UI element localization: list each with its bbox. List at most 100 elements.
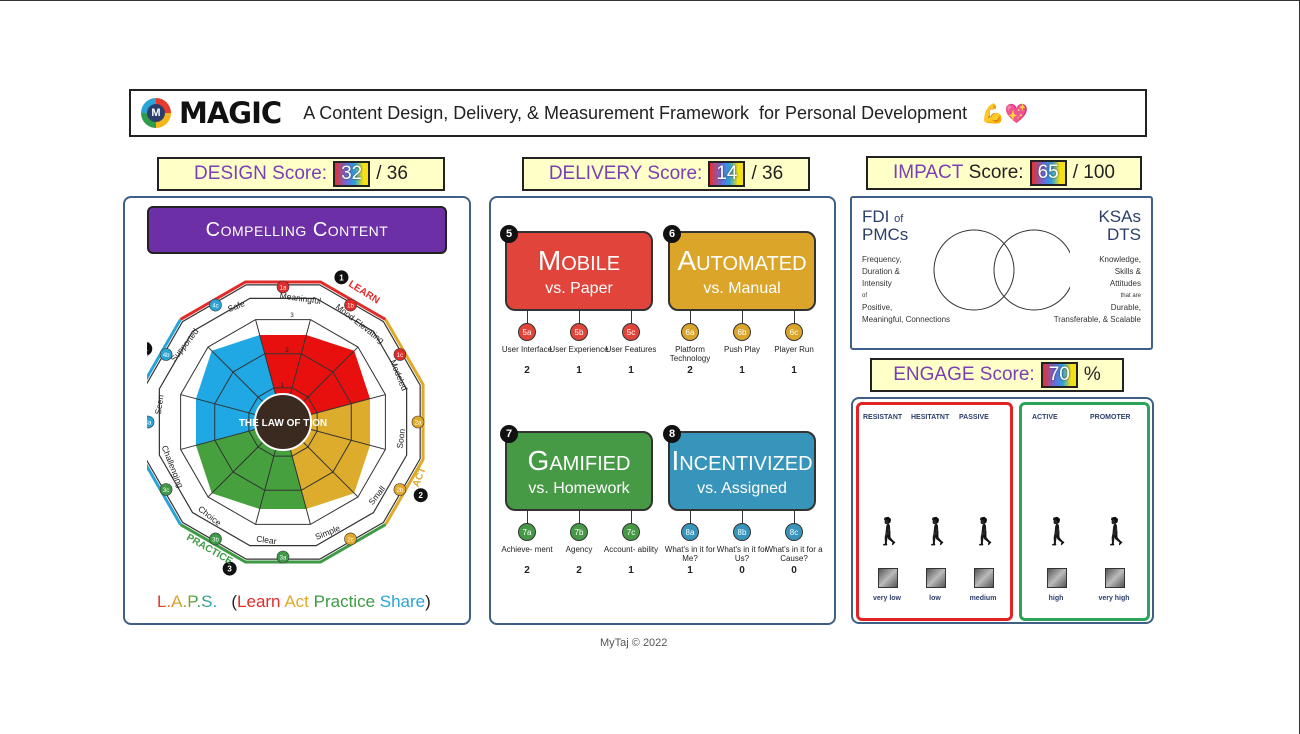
laps-practice: Practice: [313, 592, 376, 611]
center-photo-icon: [254, 393, 312, 451]
item-label-2a: Soon: [395, 428, 408, 449]
sub-value-6c: 1: [791, 365, 797, 376]
sub-badge-8c: 8c: [785, 523, 803, 541]
card-connector-6c: [794, 311, 795, 323]
card-subtitle: vs. Assigned: [697, 480, 787, 497]
sub-label-6c: Player Run: [774, 345, 814, 354]
brand-name: MAGIC: [179, 96, 282, 130]
footer-copyright: MyTaj © 2022: [600, 637, 668, 649]
engage-level-box: [878, 568, 898, 588]
sub-label-5a: User Interface: [501, 345, 553, 354]
sub-label-8b: What's in it for Us?: [716, 545, 768, 563]
card-connector-8c: [794, 511, 795, 523]
muscle-heart-icon: 💪💖: [981, 102, 1029, 125]
card-connector-6b: [742, 311, 743, 323]
engage-head-promoter: PROMOTER: [1090, 414, 1131, 421]
card-title: Mobile: [537, 245, 621, 276]
card-number-badge-8: 8: [663, 425, 681, 443]
engage-level-label: very low: [872, 595, 901, 602]
sub-label-5b: User Experience: [549, 345, 609, 354]
item-label-3a: Clear: [256, 533, 278, 546]
fdi-definition: Frequency, Duration & Intensity of Posit…: [862, 255, 951, 324]
design-score: DESIGN Score: 32 / 36: [157, 157, 445, 191]
radar-sector-2a: [283, 398, 371, 446]
card-connector-7c: [631, 511, 632, 523]
person-figure-icon: 🚶: [1042, 517, 1075, 547]
venn-diagram: [933, 229, 1070, 311]
sub-label-8c: What's in it for a Cause?: [765, 545, 823, 563]
engage-level-box: [1105, 568, 1125, 588]
item-badge-3c: [159, 483, 173, 496]
card-connector-7b: [579, 511, 580, 523]
sub-badge-7a: 7a: [518, 523, 536, 541]
center-photo-text: THE LAW OF TION: [239, 418, 327, 429]
card-connector-5c: [631, 311, 632, 323]
sub-value-7c: 1: [628, 565, 634, 576]
sub-label-5c: User Features: [605, 345, 657, 354]
sub-label-7b: Agency: [565, 545, 593, 554]
sub-badge-6c: 6c: [785, 323, 803, 341]
card-connector-6a: [690, 311, 691, 323]
sub-badge-5c: 5c: [622, 323, 640, 341]
dts-title: DTS: [1107, 225, 1141, 244]
card-connector-8a: [690, 511, 691, 523]
sub-badge-7c: 7c: [622, 523, 640, 541]
radar-sector-4a: [195, 398, 283, 446]
tick-label-1: 1: [281, 383, 285, 389]
item-badge-2c: [344, 532, 357, 546]
item-badge-text-4b: 4b: [163, 353, 170, 359]
person-figure-icon: 🚶: [1100, 517, 1133, 547]
magic-logo-icon: M: [141, 98, 171, 128]
laps-legend: L.A.P.S. (Learn Act Practice Share): [157, 592, 431, 611]
section-number-2: 2: [419, 491, 424, 500]
item-badge-text-3b: 3b: [212, 537, 219, 543]
engage-score: ENGAGE Score: 70 %: [870, 358, 1124, 392]
engage-level-box: [974, 568, 994, 588]
venn-left-circle: [933, 229, 1015, 311]
ksas-title: KSAs: [1098, 207, 1141, 226]
sub-label-8a: What's in it for Me?: [664, 545, 716, 563]
item-badge-text-3a: 3a: [280, 556, 287, 562]
sub-badge-5a: 5a: [518, 323, 536, 341]
item-badge-text-1b: 1b: [347, 304, 354, 310]
sub-value-5b: 1: [576, 365, 582, 376]
delivery-score: DELIVERY Score: 14 / 36: [522, 157, 810, 191]
sub-badge-8a: 8a: [681, 523, 699, 541]
engage-level-box: [1047, 568, 1067, 588]
item-badge-1a: [276, 280, 290, 294]
sub-value-8a: 1: [687, 565, 693, 576]
engage-level-label: high: [1048, 595, 1064, 602]
engage-level-label: low: [929, 595, 941, 602]
laps-title: L.A.P.S.: [157, 592, 218, 611]
section-number-3: 3: [227, 565, 232, 574]
fdi-title: FDI of: [862, 207, 904, 226]
section-number-badge-1: [334, 270, 349, 285]
item-badge-1c: [393, 348, 407, 361]
item-badge-4a: [147, 415, 155, 429]
sub-badge-8b: 8b: [733, 523, 751, 541]
engage-head-hesitatnt: HESITATNT: [911, 414, 950, 421]
item-badge-text-4c: 4c: [212, 304, 218, 310]
page-subtitle: for Personal Development: [759, 102, 968, 123]
engage-level-box: [926, 568, 946, 588]
section-number-badge-2: [413, 488, 428, 503]
tick-label-3: 3: [290, 313, 294, 319]
laps-share: Share: [379, 592, 426, 611]
person-figure-icon: 🚶: [969, 517, 1002, 547]
card-connector-8b: [742, 511, 743, 523]
item-badge-text-2b: 2b: [397, 488, 404, 494]
item-badge-4c: [209, 298, 222, 312]
engage-head-active: ACTIVE: [1032, 414, 1058, 421]
card-title: Gamified: [527, 445, 631, 476]
item-badge-3a: [276, 550, 290, 564]
sub-value-8b: 0: [739, 565, 745, 576]
card-number-badge-6: 6: [663, 225, 681, 243]
impact-panel: FDI of PMCs Frequency, Duration & Intens…: [850, 196, 1153, 350]
